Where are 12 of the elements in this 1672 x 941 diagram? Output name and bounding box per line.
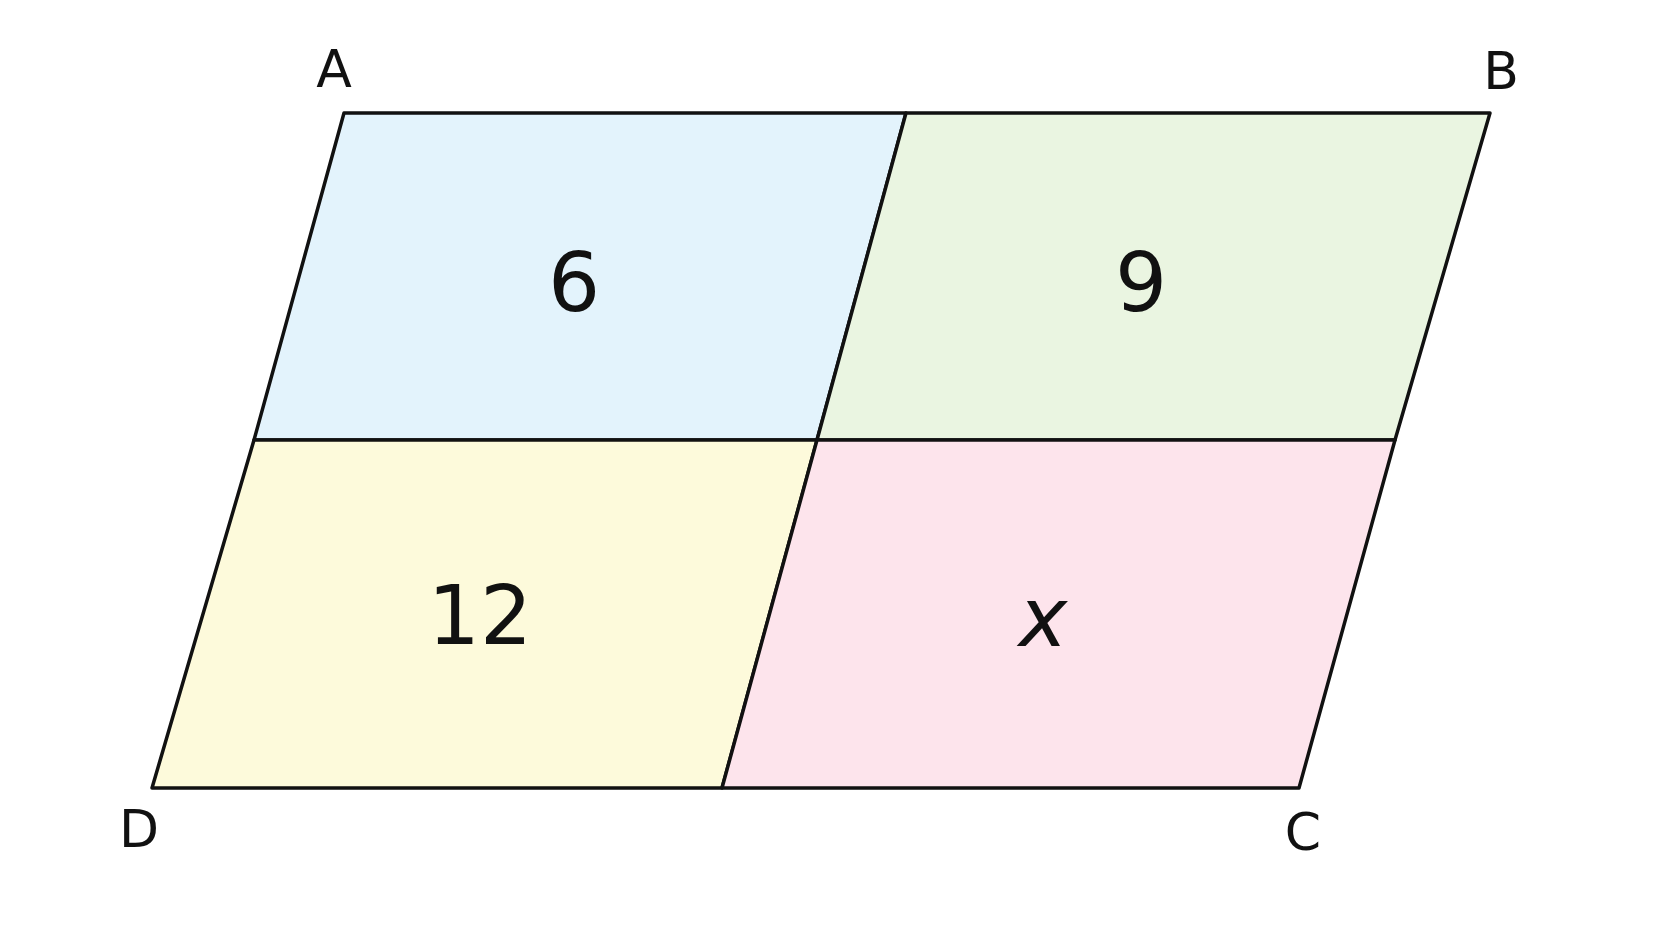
- area-value: 9: [1114, 242, 1168, 324]
- area-value: x: [1018, 577, 1068, 659]
- vertex-label: C: [1284, 806, 1322, 858]
- parallelogram-region: [254, 113, 906, 440]
- parallelogram-region: [722, 440, 1395, 788]
- parallelogram-region: [152, 440, 817, 788]
- vertex-label: B: [1483, 45, 1519, 97]
- parallelogram-region: [817, 113, 1490, 440]
- area-value: 12: [427, 575, 533, 657]
- area-value: 6: [547, 242, 601, 324]
- vertex-label: A: [316, 43, 352, 95]
- vertex-label: D: [119, 803, 159, 855]
